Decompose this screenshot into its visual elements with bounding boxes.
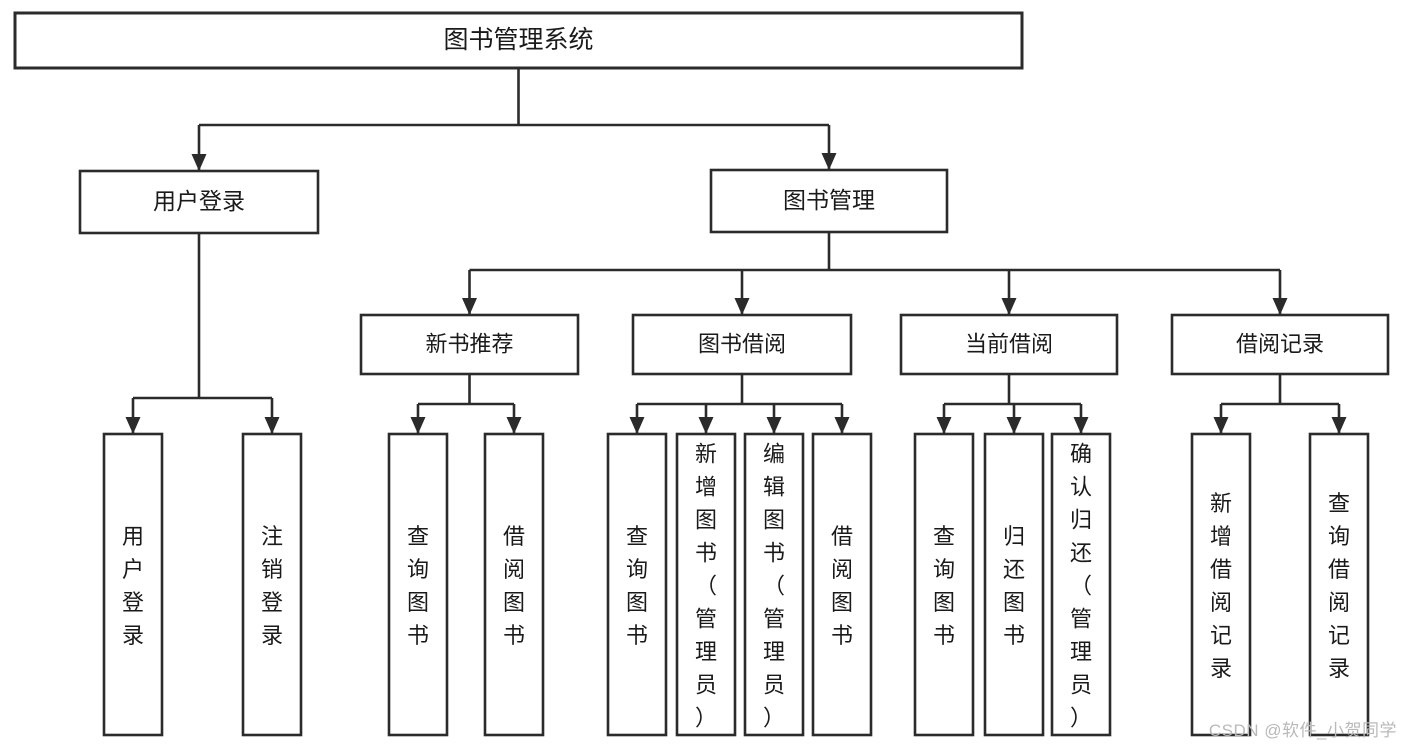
level2-label: 新书推荐 xyxy=(425,331,513,356)
leaf-label: 归还图书 xyxy=(1003,524,1025,648)
arrow-head-icon xyxy=(629,417,645,434)
root-box xyxy=(13,11,1024,70)
arrow-head-icon xyxy=(264,417,280,434)
arrow-head-icon xyxy=(462,298,477,315)
node-book-borrow: 图书借阅 xyxy=(631,313,853,376)
node-user-login: 用户登录 xyxy=(78,169,320,235)
level1-box xyxy=(709,168,949,234)
leaf-label: 借阅图书 xyxy=(831,524,853,648)
leaf-node-leaf-query-book-1: 查询图书 xyxy=(387,432,449,737)
leaf-box xyxy=(983,432,1045,737)
leaf-box xyxy=(913,432,975,737)
level2-box xyxy=(1170,313,1390,376)
arrow-head-icon xyxy=(1006,417,1022,434)
leaf-box xyxy=(483,432,545,737)
arrow-head-icon xyxy=(125,417,141,434)
leaf-box xyxy=(675,432,737,737)
node-new-book-recommend: 新书推荐 xyxy=(359,313,580,376)
leaf-node-leaf-borrow-book-1: 借阅图书 xyxy=(483,432,545,737)
leaf-box xyxy=(387,432,449,737)
arrow-head-icon xyxy=(410,417,426,434)
leaf-box xyxy=(743,432,805,737)
leaf-node-leaf-query-book-2: 查询图书 xyxy=(606,432,668,737)
level2-box xyxy=(899,313,1119,376)
leaf-box xyxy=(606,432,668,737)
arrow-head-icon xyxy=(821,153,837,170)
arrow-head-icon xyxy=(1213,417,1229,434)
node-current-borrow: 当前借阅 xyxy=(899,313,1119,376)
level1-label: 用户登录 xyxy=(153,188,245,214)
leaf-box xyxy=(102,432,164,737)
leaf-label: 查询图书 xyxy=(407,524,429,648)
leaf-node-leaf-return-book: 归还图书 xyxy=(983,432,1045,737)
level2-label: 借阅记录 xyxy=(1236,331,1324,356)
leaf-box xyxy=(1050,432,1112,737)
watermark-text: CSDN @软件_小贺同学 xyxy=(1208,721,1397,740)
arrow-head-icon xyxy=(1272,298,1288,315)
node-book-manage: 图书管理 xyxy=(709,168,949,234)
arrow-head-icon xyxy=(698,417,714,434)
leaf-label: 编辑图书（管理员） xyxy=(763,442,785,731)
arrow-head-icon xyxy=(1331,417,1347,434)
leaf-node-leaf-add-record: 新增借阅记录 xyxy=(1190,432,1252,737)
leaf-label: 查询图书 xyxy=(626,524,648,648)
leaf-node-leaf-user-logout: 注销登录 xyxy=(241,432,303,737)
arrow-head-icon xyxy=(766,417,782,434)
level2-label: 图书借阅 xyxy=(698,331,786,356)
leaf-box xyxy=(811,432,873,737)
arrow-head-icon xyxy=(936,417,952,434)
leaf-label: 查询图书 xyxy=(933,524,955,648)
leaf-label: 新增图书（管理员） xyxy=(695,442,717,731)
leaf-box xyxy=(1190,432,1252,737)
leaf-node-leaf-user-login: 用户登录 xyxy=(102,432,164,737)
leaf-label: 借阅图书 xyxy=(503,524,525,648)
leaf-node-leaf-query-record: 查询借阅记录 xyxy=(1308,432,1370,737)
arrow-head-icon xyxy=(834,417,850,434)
leaf-box xyxy=(1308,432,1370,737)
node-borrow-record: 借阅记录 xyxy=(1170,313,1390,376)
leaf-label: 新增借阅记录 xyxy=(1210,491,1232,681)
arrow-head-icon xyxy=(734,298,750,315)
level1-label: 图书管理 xyxy=(783,187,875,213)
leaf-node-leaf-borrow-book-2: 借阅图书 xyxy=(811,432,873,737)
arrow-head-icon xyxy=(191,154,207,171)
root-label: 图书管理系统 xyxy=(443,26,593,54)
level2-label: 当前借阅 xyxy=(965,331,1053,356)
level2-box xyxy=(631,313,853,376)
leaf-label: 查询借阅记录 xyxy=(1328,491,1350,681)
leaf-node-leaf-confirm-return: 确认归还（管理员） xyxy=(1050,432,1112,737)
leaf-label: 用户登录 xyxy=(122,524,144,648)
leaf-node-leaf-edit-book: 编辑图书（管理员） xyxy=(743,432,805,737)
leaf-box xyxy=(241,432,303,737)
arrow-head-icon xyxy=(506,417,522,434)
leaf-node-leaf-add-book: 新增图书（管理员） xyxy=(675,432,737,737)
leaf-node-leaf-query-book-3: 查询图书 xyxy=(913,432,975,737)
node-undefined: 图书管理系统 xyxy=(13,11,1024,70)
arrow-head-icon xyxy=(1073,417,1089,434)
leaf-label: 确认归还（管理员） xyxy=(1070,442,1092,731)
arrow-head-icon xyxy=(1001,298,1017,315)
leaf-label: 注销登录 xyxy=(261,524,283,648)
